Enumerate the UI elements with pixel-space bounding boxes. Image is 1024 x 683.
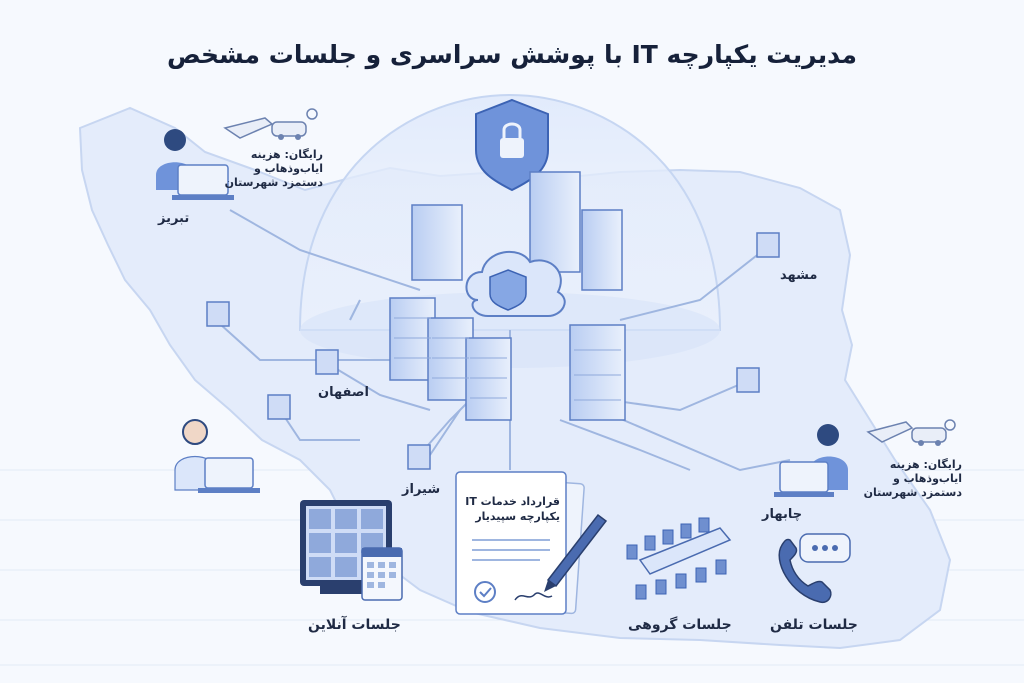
- city-label-tabriz: تبریز: [158, 211, 190, 226]
- phone-meetings-label: جلسات تلفن: [770, 617, 858, 633]
- calendar-icon: [361, 547, 403, 601]
- city-label-shiraz: شیراز: [402, 482, 441, 497]
- city-node-icon: [206, 232, 780, 470]
- pen-icon: [544, 513, 608, 592]
- network-lines: [209, 209, 791, 472]
- phone-icon: [778, 538, 832, 604]
- shield-lock-icon: [475, 98, 549, 192]
- city-label-isfahan: اصفهان: [318, 385, 369, 400]
- plane-icon: [866, 421, 914, 443]
- free-cost-note-tabriz: رایگان: هزینه ایاب‌وذهاب و دستمزد شهرستا…: [224, 148, 323, 189]
- chat-bubble-icon: [799, 533, 851, 563]
- city-label-chabahar: چابهار: [762, 507, 803, 522]
- group-meetings-label: جلسات گروهی: [628, 617, 732, 633]
- building-icon: [411, 171, 623, 291]
- contract-title: قرارداد خدمات IT یکپارچه سپیدیار: [465, 495, 560, 523]
- cloud-icon: [465, 250, 566, 317]
- online-meetings-label: جلسات آنلاین: [308, 617, 401, 633]
- car-icon: [911, 427, 947, 446]
- car-icon: [271, 121, 307, 140]
- laptop-user-icon: [174, 419, 260, 493]
- video-call-icon: [300, 500, 392, 594]
- server-icon: [389, 297, 626, 421]
- page-title: مدیریت یکپارچه IT با پوشش سراسری و جلسات…: [166, 40, 858, 69]
- laptop-user-icon: [156, 129, 234, 200]
- plane-icon: [223, 117, 274, 139]
- city-label-mashhad: مشهد: [780, 268, 818, 283]
- laptop-user-icon: [774, 424, 848, 497]
- conference-table-icon: [626, 517, 732, 600]
- free-cost-note-chabahar: رایگان: هزینه ایاب‌وذهاب و دستمزد شهرستا…: [863, 458, 962, 499]
